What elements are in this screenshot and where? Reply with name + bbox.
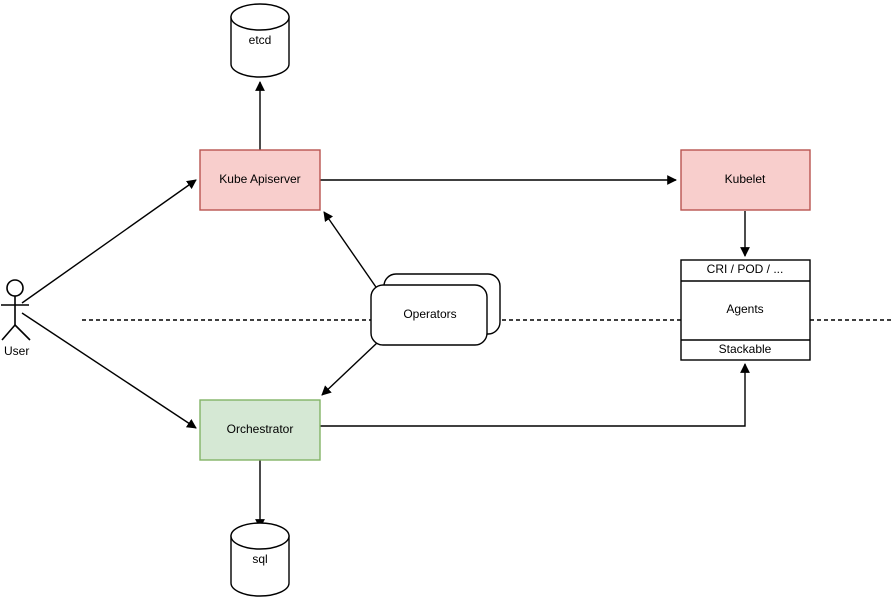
user-head bbox=[6, 279, 24, 297]
node-kube-apiserver[interactable] bbox=[199, 149, 321, 211]
edge-operators-to-orchestrator bbox=[321, 341, 379, 396]
node-orchestrator[interactable] bbox=[199, 399, 321, 461]
agents-outer-box bbox=[680, 259, 811, 361]
user-leg-left bbox=[1, 324, 16, 341]
node-sql[interactable] bbox=[230, 522, 290, 597]
node-kubelet[interactable] bbox=[680, 149, 811, 211]
node-operators[interactable] bbox=[370, 273, 501, 346]
node-user-actor[interactable] bbox=[1, 279, 31, 341]
edge-orchestrator-to-stackable bbox=[320, 363, 750, 427]
sql-cylinder-top bbox=[230, 522, 290, 550]
user-leg-right bbox=[14, 324, 31, 341]
node-agents[interactable] bbox=[680, 259, 811, 361]
etcd-cylinder-body bbox=[230, 16, 290, 78]
sql-cylinder-body bbox=[230, 535, 290, 597]
operators-front-card bbox=[370, 284, 488, 346]
edge-group bbox=[21, 81, 750, 529]
etcd-cylinder-top bbox=[230, 3, 290, 31]
edge-user-to-orchestrator bbox=[21, 312, 197, 429]
node-etcd[interactable] bbox=[230, 3, 290, 78]
edge-user-to-kube-apiserver bbox=[21, 179, 197, 304]
edge-operators-to-kube-apiserver bbox=[323, 211, 379, 291]
